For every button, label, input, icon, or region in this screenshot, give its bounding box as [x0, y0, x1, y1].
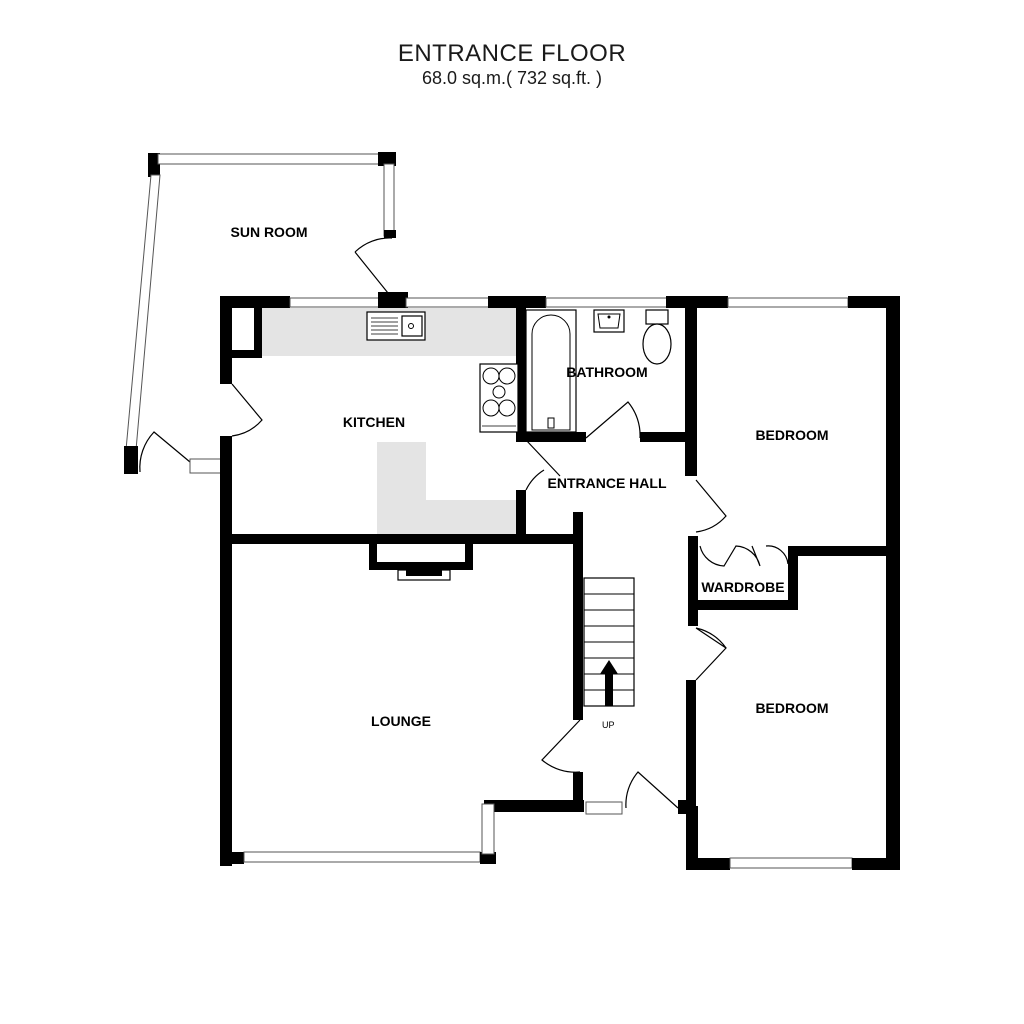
kitchen-walls: [220, 292, 580, 866]
front-door[interactable]: [625, 771, 679, 809]
sun-room-walls: [124, 152, 396, 474]
bedroom-2-door[interactable]: [695, 627, 727, 681]
bedroom-1-door[interactable]: [695, 479, 727, 533]
kitchen-side-door[interactable]: [231, 383, 263, 437]
bathroom-label: BATHROOM: [566, 364, 647, 380]
bedroom-2-walls: [686, 806, 900, 870]
fireplace: [397, 569, 451, 581]
toilet: [642, 309, 672, 365]
lounge-walls: [220, 540, 496, 864]
lounge-hall-door[interactable]: [541, 719, 581, 773]
bedroom-2-label: BEDROOM: [755, 700, 828, 716]
entrance-hall-label: ENTRANCE HALL: [548, 475, 667, 491]
bedroom-1-walls: [688, 296, 900, 868]
bedroom-1-label: BEDROOM: [755, 427, 828, 443]
floor-area: 68.0 sq.m.( 732 sq.ft. ): [421, 68, 603, 88]
lounge-label: LOUNGE: [371, 713, 431, 729]
sun-room-inner-door[interactable]: [354, 237, 393, 299]
wardrobe-doors[interactable]: [699, 545, 789, 567]
sun-room-outer-door[interactable]: [139, 431, 191, 473]
stairs-up-label: UP: [602, 720, 615, 730]
sun-room-label: SUN ROOM: [231, 224, 308, 240]
wardrobe-label: WARDROBE: [701, 579, 784, 595]
bathroom-walls: [516, 296, 726, 476]
kitchen-hall-door[interactable]: [525, 439, 561, 491]
wardrobe-walls: [688, 546, 798, 610]
hob: [479, 363, 519, 433]
sink: [366, 311, 426, 341]
bathroom-door[interactable]: [585, 401, 641, 439]
kitchen-label: KITCHEN: [343, 414, 405, 430]
basin: [593, 309, 625, 333]
staircase: [583, 577, 635, 707]
bathtub: [525, 309, 577, 433]
floor-title: ENTRANCE FLOOR: [397, 40, 627, 67]
